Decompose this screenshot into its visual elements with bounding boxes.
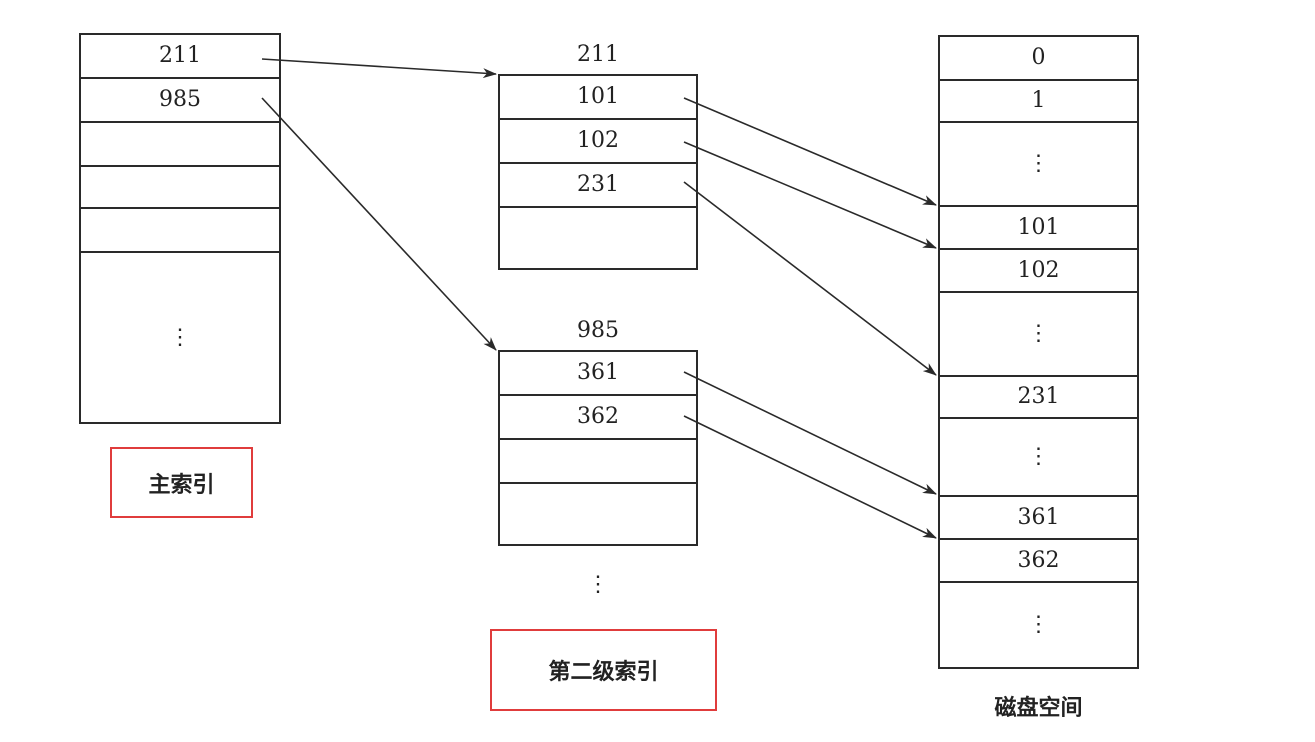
arrow-231-to-disk [683, 181, 937, 376]
second-index-985-table: 361 362 [498, 350, 698, 546]
second-index-cell: 362 [500, 396, 696, 440]
second-index-cell: 231 [500, 164, 696, 208]
disk-block-cell: 102 [940, 250, 1137, 293]
disk-block-cell: 101 [940, 207, 1137, 250]
disk-ellipsis: ⋮ [1027, 612, 1050, 637]
second-index-cell: 101 [500, 76, 696, 120]
second-index-cell: 102 [500, 120, 696, 164]
disk-ellipsis: ⋮ [940, 419, 1137, 497]
arrow-362-to-disk [683, 415, 937, 539]
disk-block-cell: 0 [940, 37, 1137, 81]
second-index-cell: 361 [500, 352, 696, 396]
main-index-cell: 985 [81, 79, 279, 123]
disk-space-caption: 磁盘空间 [994, 696, 1083, 721]
main-index-table: 211 985 ⋮ [79, 33, 281, 424]
second-index-cell [500, 440, 696, 484]
disk-space-table: 0 1 ⋮ 101 102 ⋮ 231 ⋮ 361 362 ⋮ [938, 35, 1139, 669]
main-index-cell [81, 209, 279, 253]
main-index-ellipsis: ⋮ [169, 324, 191, 350]
disk-block-cell: 1 [940, 81, 1137, 123]
arrow-211-to-second-index [261, 58, 497, 79]
second-index-211-table: 101 102 231 [498, 74, 698, 270]
main-index-cell: 211 [81, 35, 279, 79]
disk-block-cell: 362 [940, 540, 1137, 583]
second-index-caption: 第二级索引 [490, 629, 717, 711]
disk-ellipsis: ⋮ [940, 293, 1137, 377]
arrow-985-to-second-index [261, 97, 497, 351]
disk-ellipsis: ⋮ [940, 123, 1137, 207]
second-index-more-ellipsis: ⋮ [587, 572, 609, 597]
main-index-cell [81, 123, 279, 167]
main-index-caption: 主索引 [110, 447, 253, 518]
second-index-985-header: 985 [577, 318, 619, 343]
arrow-102-to-disk [683, 141, 937, 249]
arrow-361-to-disk [683, 371, 937, 495]
disk-block-cell: 231 [940, 377, 1137, 419]
disk-block-cell: 361 [940, 497, 1137, 540]
arrow-101-to-disk [683, 97, 937, 206]
second-index-211-header: 211 [577, 42, 619, 67]
main-index-cell [81, 167, 279, 209]
